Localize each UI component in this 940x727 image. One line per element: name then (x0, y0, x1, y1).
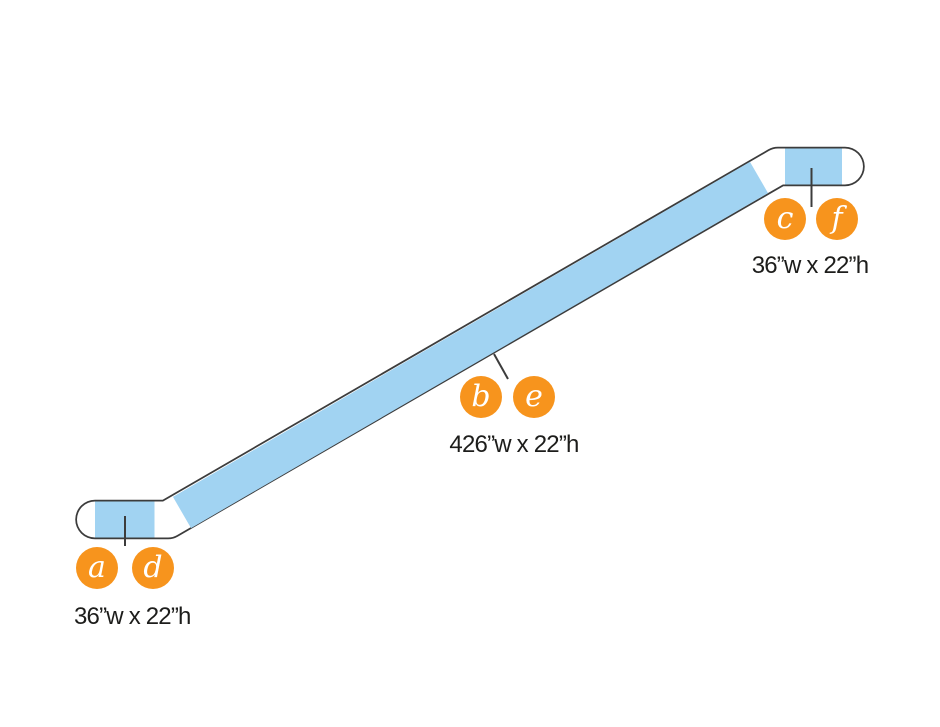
badge-f: f (816, 198, 858, 240)
incline-panel (172, 161, 769, 529)
badge-b: b (460, 376, 502, 418)
badge-c: c (764, 198, 806, 240)
upper-size-label: 36”w x 22”h (751, 252, 869, 279)
incline-leader-line (493, 353, 509, 380)
badge-e: e (513, 376, 555, 418)
badge-d: d (132, 547, 174, 589)
incline-size-label: 426”w x 22”h (449, 431, 579, 458)
badge-a: a (76, 547, 118, 589)
lower-size-label: 36”w x 22”h (74, 603, 191, 630)
